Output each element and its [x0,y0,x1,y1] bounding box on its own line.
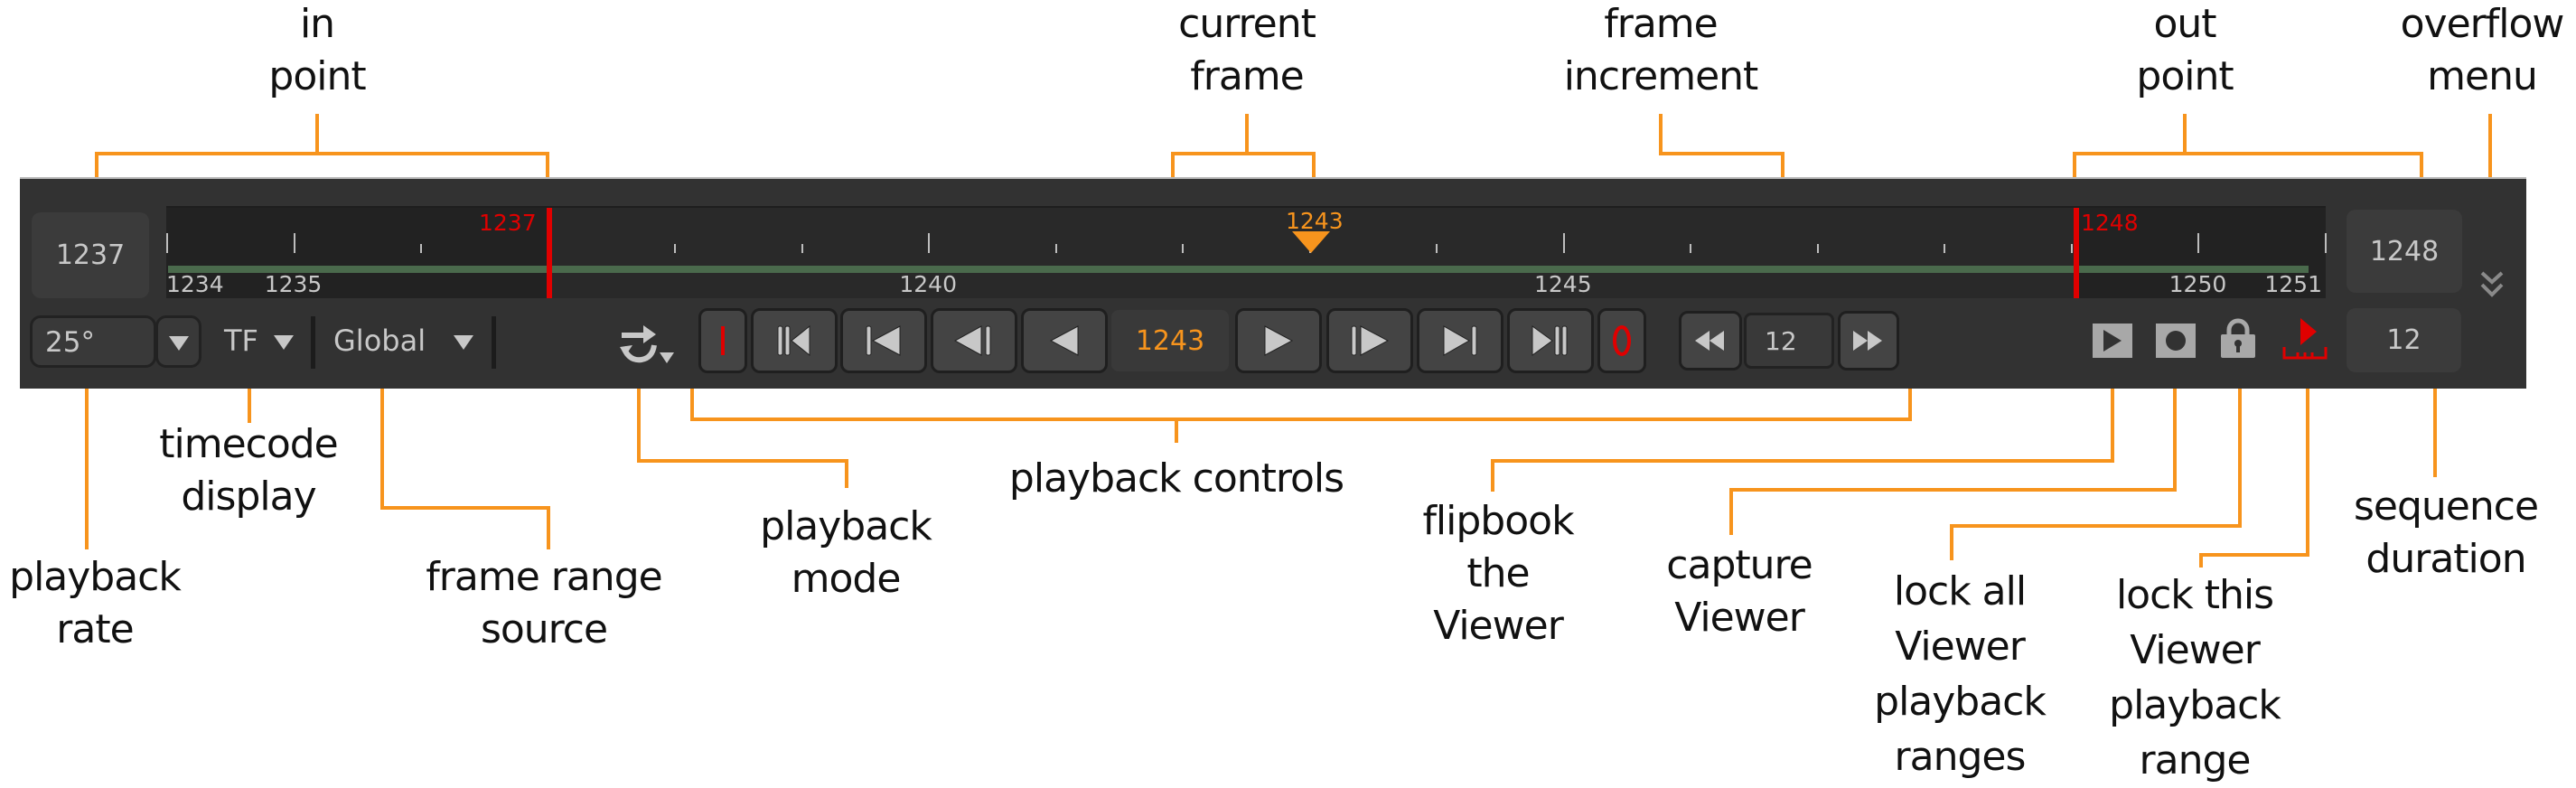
annotation-in-point: in point [268,1,366,99]
timeline-tick-label: 1240 [899,271,957,297]
annotation-playback-mode: playback mode [760,503,932,602]
divider [492,316,496,369]
capture-icon[interactable] [2156,324,2196,358]
annotation-lock-this-range: lock this Viewer playback range [2109,572,2281,783]
playback-rate-value: 25° [45,326,95,359]
frame-range-dropdown-icon[interactable] [454,335,473,350]
timeline-outside-range-left [166,208,549,298]
timeline-tick [928,233,930,253]
timeline-tick [674,244,676,253]
set-out-point-icon [1613,325,1631,356]
previous-frame-button[interactable] [931,308,1017,373]
timeline-tick [1436,244,1438,253]
timeline-tick-label: 1250 [2169,271,2227,297]
playback-rate-field[interactable]: 25° [30,315,156,368]
play-forward-icon [1264,325,1294,356]
skip-back-increment-icon [1695,331,1724,351]
next-keyframe-button[interactable] [1417,308,1503,373]
go-to-end-button[interactable] [1507,308,1594,373]
annotation-current-frame: current frame [1178,1,1316,99]
loop-repeat-icon[interactable] [620,322,676,367]
play-backward-icon [1049,325,1079,356]
current-frame-field[interactable]: 1243 [1111,310,1229,371]
timeline-tick [1182,244,1184,253]
skip-back-increment-button[interactable] [1679,311,1742,371]
lock-range-icon[interactable] [2282,318,2328,360]
skip-forward-increment-button[interactable] [1838,311,1899,371]
next-frame-button[interactable] [1326,308,1413,373]
playhead-icon[interactable] [1292,231,1330,253]
timeline-tick [420,244,422,253]
sequence-duration-field: 12 [2347,308,2461,372]
go-to-end-icon [1532,325,1568,356]
out-point-marker-label: 1248 [2081,210,2139,236]
skip-forward-increment-icon [1853,331,1882,351]
timeline-tick-label: 1234 [166,271,224,297]
timeline-tick [166,233,168,253]
in-point-marker[interactable] [547,208,552,298]
next-keyframe-icon [1443,325,1477,356]
lock-icon[interactable] [2221,318,2255,358]
in-point-marker-label: 1237 [479,210,537,236]
go-to-start-icon [777,325,810,356]
timeline-tick [1944,244,1945,253]
set-in-point-button[interactable] [698,308,747,373]
timecode-display-value[interactable]: TF [224,324,258,358]
next-frame-icon [1351,325,1390,356]
timeline-tick [2325,233,2327,253]
double-chevron-down-icon[interactable] [2480,271,2504,300]
timeline-tick [1563,233,1565,253]
divider [311,316,315,369]
annotation-lock-all-ranges: lock all Viewer playback ranges [1874,568,2047,780]
timeline-ruler[interactable]: 1234 1235 1240 1245 1250 1251 1237 1248 1243 [166,206,2327,298]
previous-frame-icon [954,325,991,356]
timeline-outside-range-right [2076,208,2326,298]
play-forward-button[interactable] [1235,308,1322,373]
frame-range-source-value[interactable]: Global [333,324,426,358]
timeline-tick-label: 1245 [1534,271,1592,297]
timeline-tick [1055,244,1057,253]
play-backward-button[interactable] [1021,308,1108,373]
out-point-field[interactable]: 1248 [2347,210,2462,293]
frame-increment-field[interactable]: 12 [1744,313,1834,369]
annotation-timecode-display: timecode display [159,421,339,520]
playhead-label: 1243 [1286,208,1344,234]
go-to-start-button[interactable] [751,308,838,373]
annotation-capture-viewer: capture Viewer [1666,542,1813,641]
timeline-tick-label: 1235 [264,271,323,297]
chevron-down-icon [169,336,189,351]
timeline-tick [801,244,803,253]
cached-frames-bar [168,266,2309,273]
annotation-flipbook-viewer: flipbook the Viewer [1422,498,1574,649]
timeline-tick [2197,233,2199,253]
annotation-out-point: out point [2136,1,2234,99]
previous-keyframe-button[interactable] [840,308,927,373]
set-out-point-button[interactable] [1597,308,1646,373]
annotation-frame-increment: frame increment [1563,1,1759,99]
annotation-sequence-duration: sequence duration [2353,483,2539,582]
previous-keyframe-icon [866,325,901,356]
annotation-playback-rate: playback rate [9,554,182,652]
timeline-tick-label: 1251 [2264,271,2322,297]
timeline-tick [294,233,295,253]
flipbook-icon[interactable] [2093,324,2132,358]
timeline-tick [1690,244,1691,253]
timeline-tick [2071,244,2073,253]
timecode-dropdown-icon[interactable] [274,335,294,350]
annotation-playback-controls: playback controls [1008,455,1344,502]
annotation-frame-range-source: frame range source [426,554,662,652]
playback-rate-dropdown[interactable] [155,315,201,368]
annotation-overflow-menu: overflow menu [2400,1,2565,99]
timeline-tick [1817,244,1819,253]
set-in-point-icon [721,326,725,355]
in-point-field[interactable]: 1237 [32,212,149,298]
out-point-marker[interactable] [2074,208,2079,298]
